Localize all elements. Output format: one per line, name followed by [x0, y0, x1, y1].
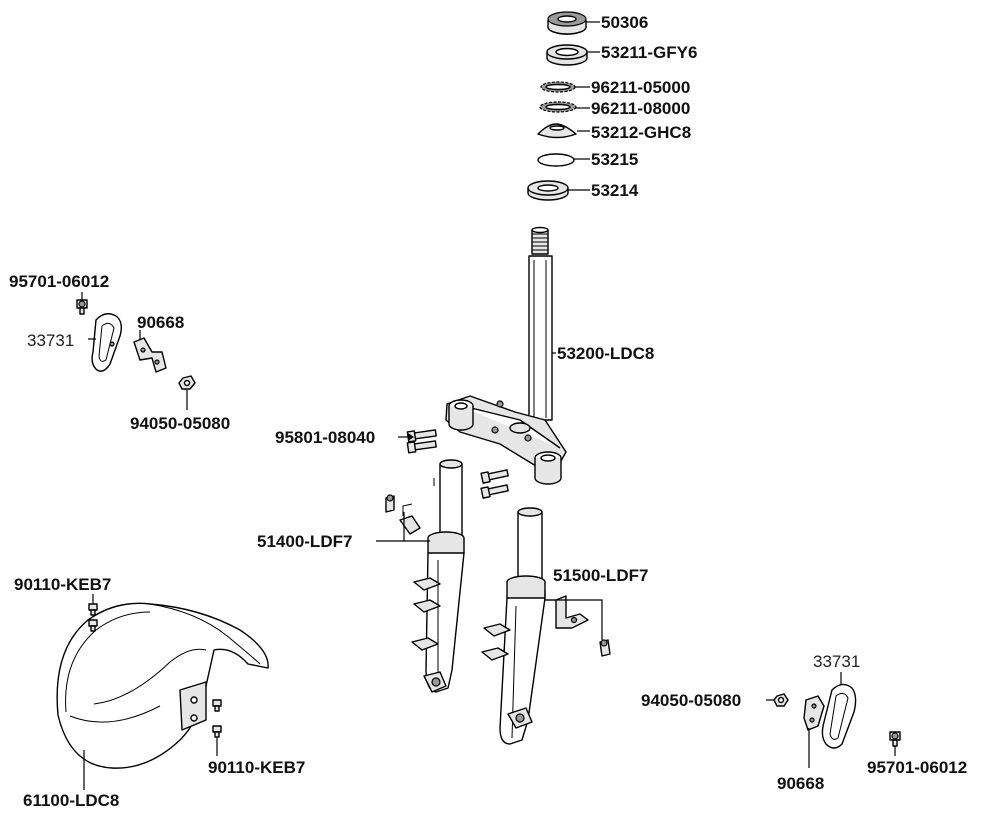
label-53212: 53212-GHC8 [591, 123, 691, 142]
label-94050-right: 94050-05080 [641, 691, 741, 710]
label-53214: 53214 [591, 181, 639, 200]
front-fender-61100 [56, 602, 269, 769]
lock-nut-53211 [546, 44, 588, 66]
label-53211: 53211-GFY6 [601, 43, 697, 62]
seal-53215 [537, 153, 575, 167]
nut-94050-right [773, 693, 789, 707]
race-53214 [527, 180, 569, 201]
label-95801: 95801-08040 [275, 428, 375, 447]
screw-95701-right [889, 731, 901, 747]
race-53212 [537, 123, 577, 139]
label-96211-08000: 96211-08000 [591, 99, 690, 118]
label-90110-top: 90110-KEB7 [14, 575, 111, 594]
label-50306: 50306 [601, 13, 648, 32]
right-fork-bolt [599, 639, 611, 657]
label-53215: 53215 [591, 150, 638, 169]
right-fork-51500 [481, 507, 546, 745]
label-61100: 61100-LDC8 [23, 791, 119, 810]
label-90668-right: 90668 [777, 774, 824, 793]
label-94050-left: 94050-05080 [130, 414, 230, 433]
reflector-33731-left [91, 313, 123, 372]
screws-90110-bottom [212, 699, 222, 738]
reflector-33731-right [821, 683, 857, 749]
label-95701-left: 95701-06012 [9, 272, 109, 291]
bearing-96211-08000 [539, 101, 577, 113]
label-90668-left: 90668 [137, 313, 184, 332]
right-fork-bracket [555, 595, 589, 629]
top-nut-50306 [547, 11, 587, 35]
label-33731-left: 33731 [27, 331, 74, 350]
bearing-96211-05000 [540, 81, 576, 93]
label-96211-05000: 96211-05000 [591, 78, 690, 97]
bracket-90668-right [803, 695, 825, 731]
left-fork-bolt [385, 494, 395, 513]
bracket-90668-left [133, 337, 167, 373]
label-51500: 51500-LDF7 [553, 566, 648, 585]
left-fork-51400 [399, 459, 465, 693]
label-95701-right: 95701-06012 [867, 758, 967, 777]
steering-stem-53200 [445, 226, 567, 485]
label-51400: 51400-LDF7 [257, 532, 352, 551]
label-33731-right: 33731 [813, 652, 860, 671]
nut-94050-left [178, 375, 196, 390]
screw-95701-left [76, 299, 88, 315]
label-53200: 53200-LDC8 [557, 344, 654, 363]
label-90110-bottom: 90110-KEB7 [208, 758, 305, 777]
screws-90110-top [88, 603, 98, 632]
